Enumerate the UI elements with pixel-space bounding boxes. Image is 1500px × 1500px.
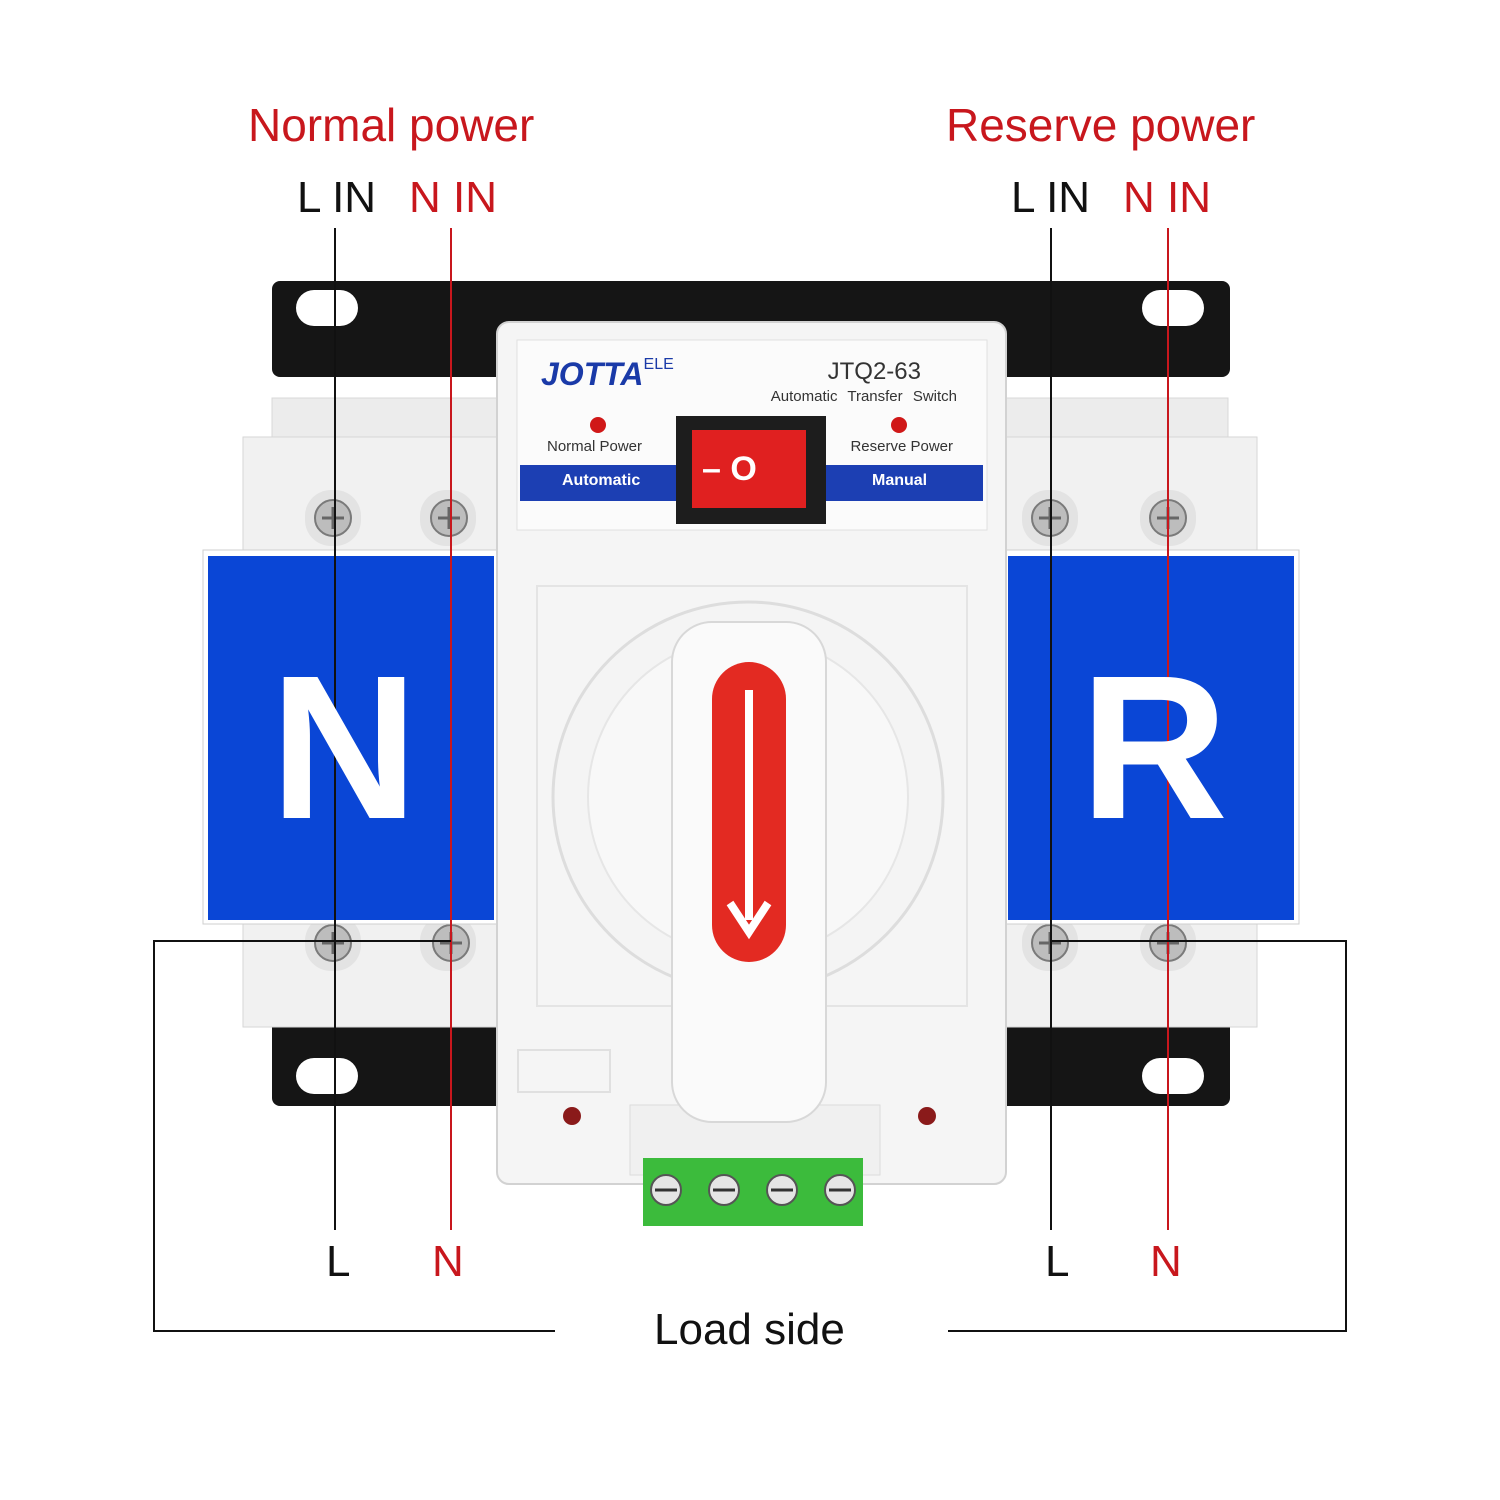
module-n (202, 549, 500, 925)
normal-power-title: Normal power (248, 99, 535, 151)
module-letter-r: R (1080, 633, 1229, 862)
rocker-symbols: – O (702, 450, 757, 488)
reserve-n-in-label: N IN (1123, 173, 1211, 222)
load-bracket (153, 940, 1347, 1332)
normal-n-in-label: N IN (409, 173, 497, 222)
indicator-normal-label: Normal Power (547, 438, 643, 455)
normal-l-out-label: L (326, 1237, 351, 1286)
device-nameplate: JOTTAELE JTQ2-63 Automatic Transfer Swit… (517, 340, 987, 530)
normal-n-out-label: N (432, 1237, 464, 1286)
module-r (1002, 549, 1300, 925)
normal-l-in-label: L IN (297, 173, 377, 222)
indicator-reserve-label: Reserve Power (850, 438, 953, 455)
load-side-label: Load side (654, 1305, 845, 1354)
module-letter-n: N (270, 633, 419, 862)
rotary-handle[interactable] (551, 600, 945, 1123)
mode-manual-label: Manual (872, 472, 928, 489)
mode-automatic-label: Automatic (562, 472, 641, 489)
reserve-l-out-label: L (1045, 1237, 1070, 1286)
reserve-n-out-label: N (1150, 1237, 1182, 1286)
device-subtitle: Automatic Transfer Switch (770, 388, 957, 405)
reserve-power-title: Reserve power (946, 99, 1256, 151)
model-number: JTQ2-63 (827, 358, 921, 385)
brand-logo: JOTTAELE (541, 356, 674, 392)
reserve-l-in-label: L IN (1011, 173, 1091, 222)
control-terminal-block (643, 1158, 863, 1226)
rocker-switch[interactable] (676, 416, 826, 524)
